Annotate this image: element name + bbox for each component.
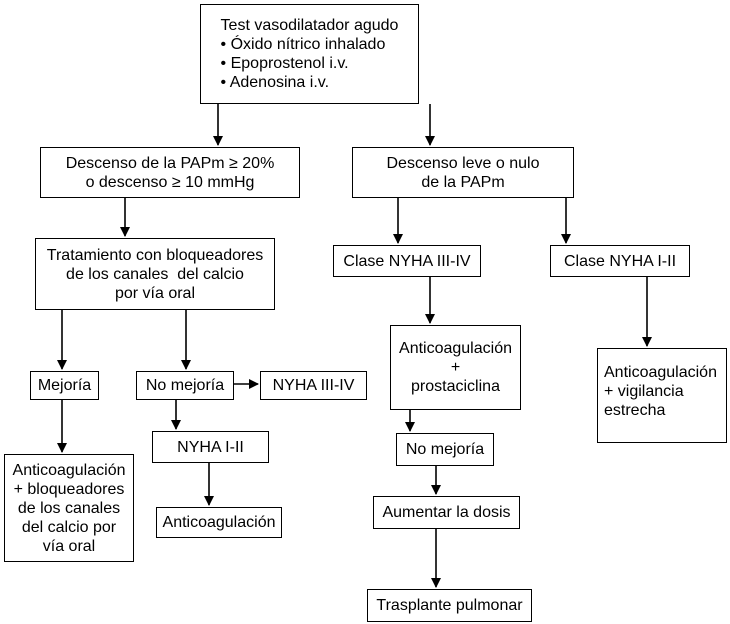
test-title: Test vasodilatador agudo — [220, 17, 399, 34]
anticoag-bloq-line-1: Anticoagulación — [12, 461, 126, 479]
anticoag-label: Anticoagulación — [162, 514, 276, 531]
aumentar-dosis-box: Aumentar la dosis — [373, 496, 520, 529]
descenso-leve-line-1: Descenso leve o nulo — [386, 154, 540, 172]
test-bullet-3: • Adenosina i.v. — [220, 74, 330, 91]
aumentar-dosis-label: Aumentar la dosis — [382, 504, 511, 521]
descenso-20-box: Descenso de la PAPm ≥ 20% o descenso ≥ 1… — [40, 147, 300, 198]
tratamiento-box: Tratamiento con bloqueadores de los cana… — [35, 238, 275, 310]
clase-3-4-box: Clase NYHA III-IV — [333, 245, 481, 277]
descenso-leve-box: Descenso leve o nulo de la PAPm — [352, 147, 574, 198]
anticoag-box: Anticoagulación — [156, 507, 282, 538]
anticoag-bloq-box: Anticoagulación + bloqueadores de los ca… — [4, 454, 134, 562]
anticoag-prost-line-3: prostaciclina — [411, 378, 500, 395]
no-mejoria-right-label: No mejoría — [405, 441, 485, 458]
descenso-20-line-1: Descenso de la PAPm ≥ 20% — [65, 154, 275, 172]
test-bullet-1: • Óxido nítrico inhalado — [220, 36, 386, 53]
nyha-3-4-box: NYHA III-IV — [260, 371, 367, 400]
clase-1-2-box: Clase NYHA I-II — [550, 245, 690, 277]
nyha-1-2-label: NYHA I-II — [177, 438, 244, 456]
anticoag-prost-line-2: + — [450, 359, 461, 376]
anticoag-bloq-line-4: del calcio por — [21, 518, 117, 536]
clase-1-2-label: Clase NYHA I-II — [563, 252, 677, 270]
tratamiento-line-3: por vía oral — [114, 284, 196, 302]
mejoria-box: Mejoría — [30, 371, 99, 400]
anticoag-vig-box: Anticoagulación + vigilancia estrecha — [597, 348, 727, 443]
tratamiento-line-1: Tratamiento con bloqueadores — [46, 246, 264, 264]
tratamiento-line-2: de los canales del calcio — [66, 265, 244, 283]
test-box: Test vasodilatador agudo • Óxido nítrico… — [200, 4, 419, 104]
anticoag-vig-line-3: estrecha — [604, 402, 666, 419]
nyha-3-4-label: NYHA III-IV — [272, 377, 355, 394]
anticoag-vig-line-2: + vigilancia — [604, 383, 684, 400]
anticoag-vig-line-1: Anticoagulación — [604, 364, 717, 381]
mejoria-label: Mejoría — [37, 377, 92, 394]
no-mejoria-left-label: No mejoría — [145, 377, 225, 394]
test-bullet-2: • Epoprostenol i.v. — [220, 55, 349, 72]
anticoag-prost-line-1: Anticoagulación — [399, 340, 512, 357]
anticoag-bloq-line-5: vía oral — [42, 537, 96, 555]
nyha-1-2-box: NYHA I-II — [152, 431, 269, 463]
descenso-20-line-2: o descenso ≥ 10 mmHg — [85, 173, 255, 191]
anticoag-bloq-line-2: + bloqueadores — [13, 480, 125, 498]
no-mejoria-left-box: No mejoría — [136, 371, 234, 400]
anticoag-prost-box: Anticoagulación + prostaciclina — [390, 325, 521, 410]
clase-3-4-label: Clase NYHA III-IV — [343, 252, 471, 270]
no-mejoria-right-box: No mejoría — [396, 433, 494, 466]
descenso-leve-line-2: de la PAPm — [421, 173, 505, 191]
trasplante-box: Trasplante pulmonar — [367, 589, 532, 622]
trasplante-label: Trasplante pulmonar — [376, 597, 523, 614]
anticoag-bloq-line-3: de los canales — [17, 499, 121, 517]
